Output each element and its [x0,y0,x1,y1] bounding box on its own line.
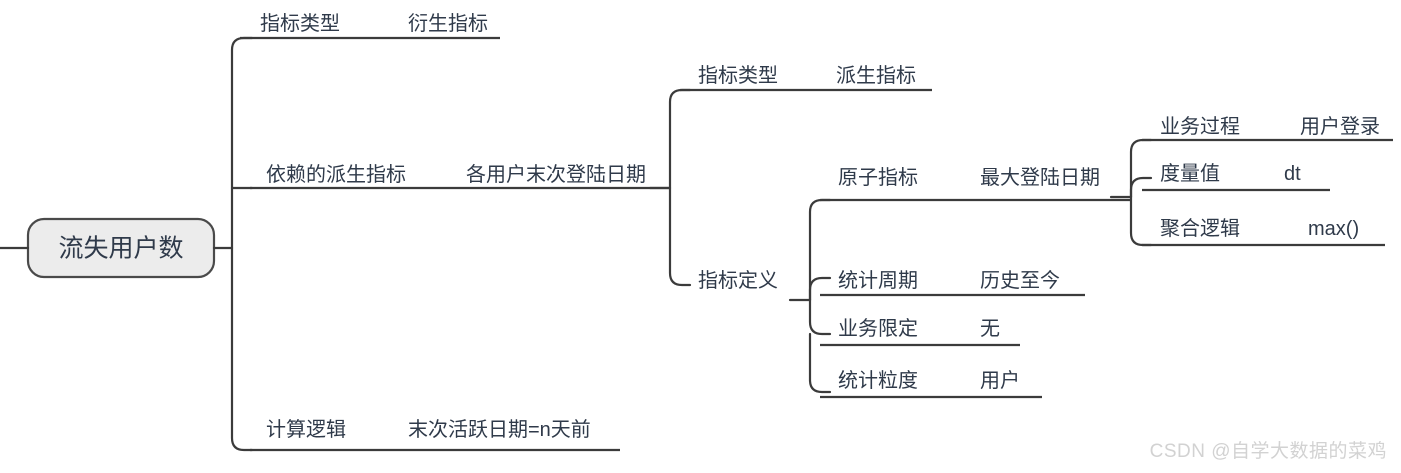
node-level1-zhibiao-leixing[interactable]: 指标类型 衍生指标 [240,12,500,40]
branch-link-yuanzi-zhibiao [808,198,832,302]
node-key: 业务限定 [838,317,918,340]
node-value: 最大登陆日期 [980,166,1100,189]
node-value: 历史至今 [980,269,1060,292]
connector-group-level1 [212,36,254,452]
node-key: 依赖的派生指标 [266,163,406,186]
branch-link-jisuan-luoji [230,246,254,452]
node-value: 末次活跃日期=n天前 [408,418,591,441]
node-value: 无 [980,318,1000,340]
node-level1-yilai-paisheng-zhibiao[interactable]: 依赖的派生指标 各用户末次登陆日期 [250,163,670,190]
connector-group-level4 [1109,138,1153,247]
node-key: 度量值 [1160,162,1220,185]
node-value: 派生指标 [836,64,916,87]
node-key: 聚合逻辑 [1160,217,1240,240]
branch-link-zhibiao-dingyi [668,186,692,287]
node-level3-yewu-xianding[interactable]: 业务限定 无 [820,317,1020,347]
node-level2-zhibiao-dingyi[interactable]: 指标定义 [698,269,778,292]
branch-link-yewu-guocheng [1129,138,1153,199]
node-value: 用户 [980,369,1020,392]
node-level2-zhibiao-leixing[interactable]: 指标类型 派生指标 [680,64,932,92]
node-key: 统计周期 [838,269,918,292]
node-key: 指标类型 [698,64,778,87]
node-key: 统计粒度 [838,369,918,392]
node-value: 衍生指标 [408,12,488,35]
node-value: 用户登录 [1300,115,1380,138]
node-level3-yuanzi-zhibiao[interactable]: 原子指标 最大登陆日期 [820,166,1131,202]
node-level4-juhe-luoji[interactable]: 聚合逻辑 max() [1142,217,1385,247]
branch-link-juhe-luoji [1129,195,1153,247]
node-value: max() [1308,218,1359,240]
csdn-watermark: CSDN @自学大数据的菜鸡 [1149,441,1387,462]
node-value: dt [1284,163,1301,185]
branch-link-tongji-zhouqi [808,276,832,302]
branch-link-duliang-zhi [1129,176,1153,199]
branch-link-yewu-xianding [808,298,832,336]
node-key: 原子指标 [838,166,918,189]
node-level1-jisuan-luoji[interactable]: 计算逻辑 末次活跃日期=n天前 [250,418,620,452]
branch-link-zhibiao-leixing-1 [230,36,254,250]
node-level3-tongji-lidu[interactable]: 统计粒度 用户 [820,369,1042,399]
node-key: 指标类型 [260,12,340,35]
root-node-label: 流失用户数 [58,235,183,263]
branch-link-tongji-lidu [808,332,832,394]
node-key: 指标定义 [698,269,778,292]
node-key: 业务过程 [1160,115,1240,138]
branch-link-zhibiao-leixing-2 [668,88,692,190]
node-level3-tongji-zhouqi[interactable]: 统计周期 历史至今 [820,269,1085,297]
root-node[interactable]: 流失用户数 [26,217,216,279]
connector-group-level2 [648,88,692,287]
node-level4-duliang-zhi[interactable]: 度量值 dt [1142,162,1330,192]
node-value: 各用户末次登陆日期 [466,163,646,186]
node-key: 计算逻辑 [266,418,346,441]
node-level4-yewu-guocheng[interactable]: 业务过程 用户登录 [1142,115,1393,142]
